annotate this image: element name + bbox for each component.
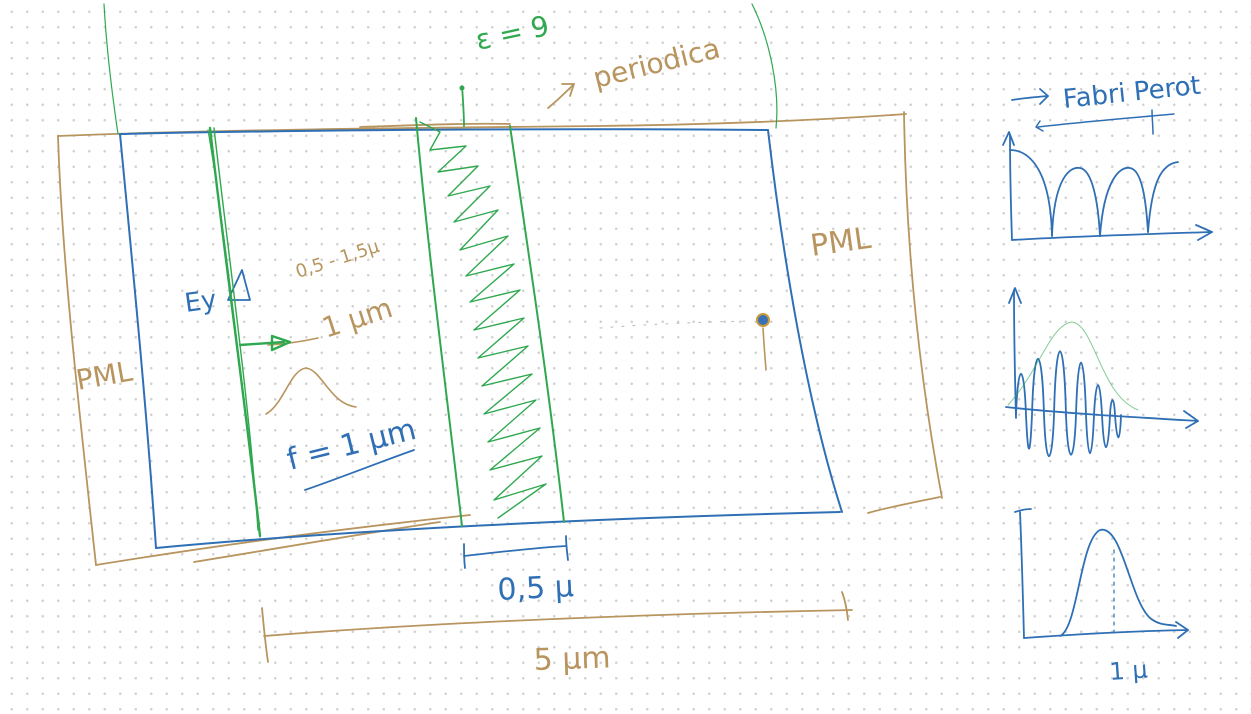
source-arrow	[238, 334, 292, 352]
one-mu-label: 1 μ	[1108, 655, 1148, 686]
fabry-perot-arrow	[1011, 88, 1049, 105]
ey-polarization-arrow	[227, 269, 251, 301]
epsilon-label: ε = 9	[473, 9, 552, 57]
periodic-arrow	[547, 83, 575, 109]
domain-width-label: 5 μm	[533, 640, 611, 678]
epsilon-marker	[459, 85, 465, 127]
graph-time-signal	[1005, 287, 1199, 457]
f-label: f = 1 μm	[283, 412, 419, 478]
probe-point	[756, 313, 770, 371]
fabry-perot-label: Fabri Perot	[1062, 71, 1203, 115]
range-label: 0,5 - 1,5μ	[293, 236, 382, 283]
dielectric-hatching	[419, 121, 547, 519]
source-line	[207, 126, 262, 538]
domain-width-dimension	[261, 591, 853, 663]
pml-left-label: PML	[73, 354, 135, 396]
periodic-boundary-arcs	[103, 3, 778, 135]
simulation-domain-box	[119, 128, 843, 549]
graph-spectrum	[1014, 508, 1189, 639]
layer-width-label: 0,5 μ	[497, 569, 575, 608]
periodic-label: periodica	[590, 31, 724, 94]
layer-width-dimension	[463, 535, 569, 569]
fabry-perot-bracket	[1035, 109, 1175, 135]
dielectric-layer	[415, 117, 565, 527]
one-um-label: 1 μm	[318, 291, 396, 345]
graph-transmission	[1002, 131, 1213, 241]
probe-dashed-line	[599, 320, 753, 329]
graph-time-envelope	[1007, 321, 1139, 411]
f-label-underline	[304, 449, 415, 491]
pml-right-label: PML	[808, 221, 873, 264]
ey-label: Ey	[183, 285, 219, 319]
gaussian-pulse	[265, 367, 357, 415]
